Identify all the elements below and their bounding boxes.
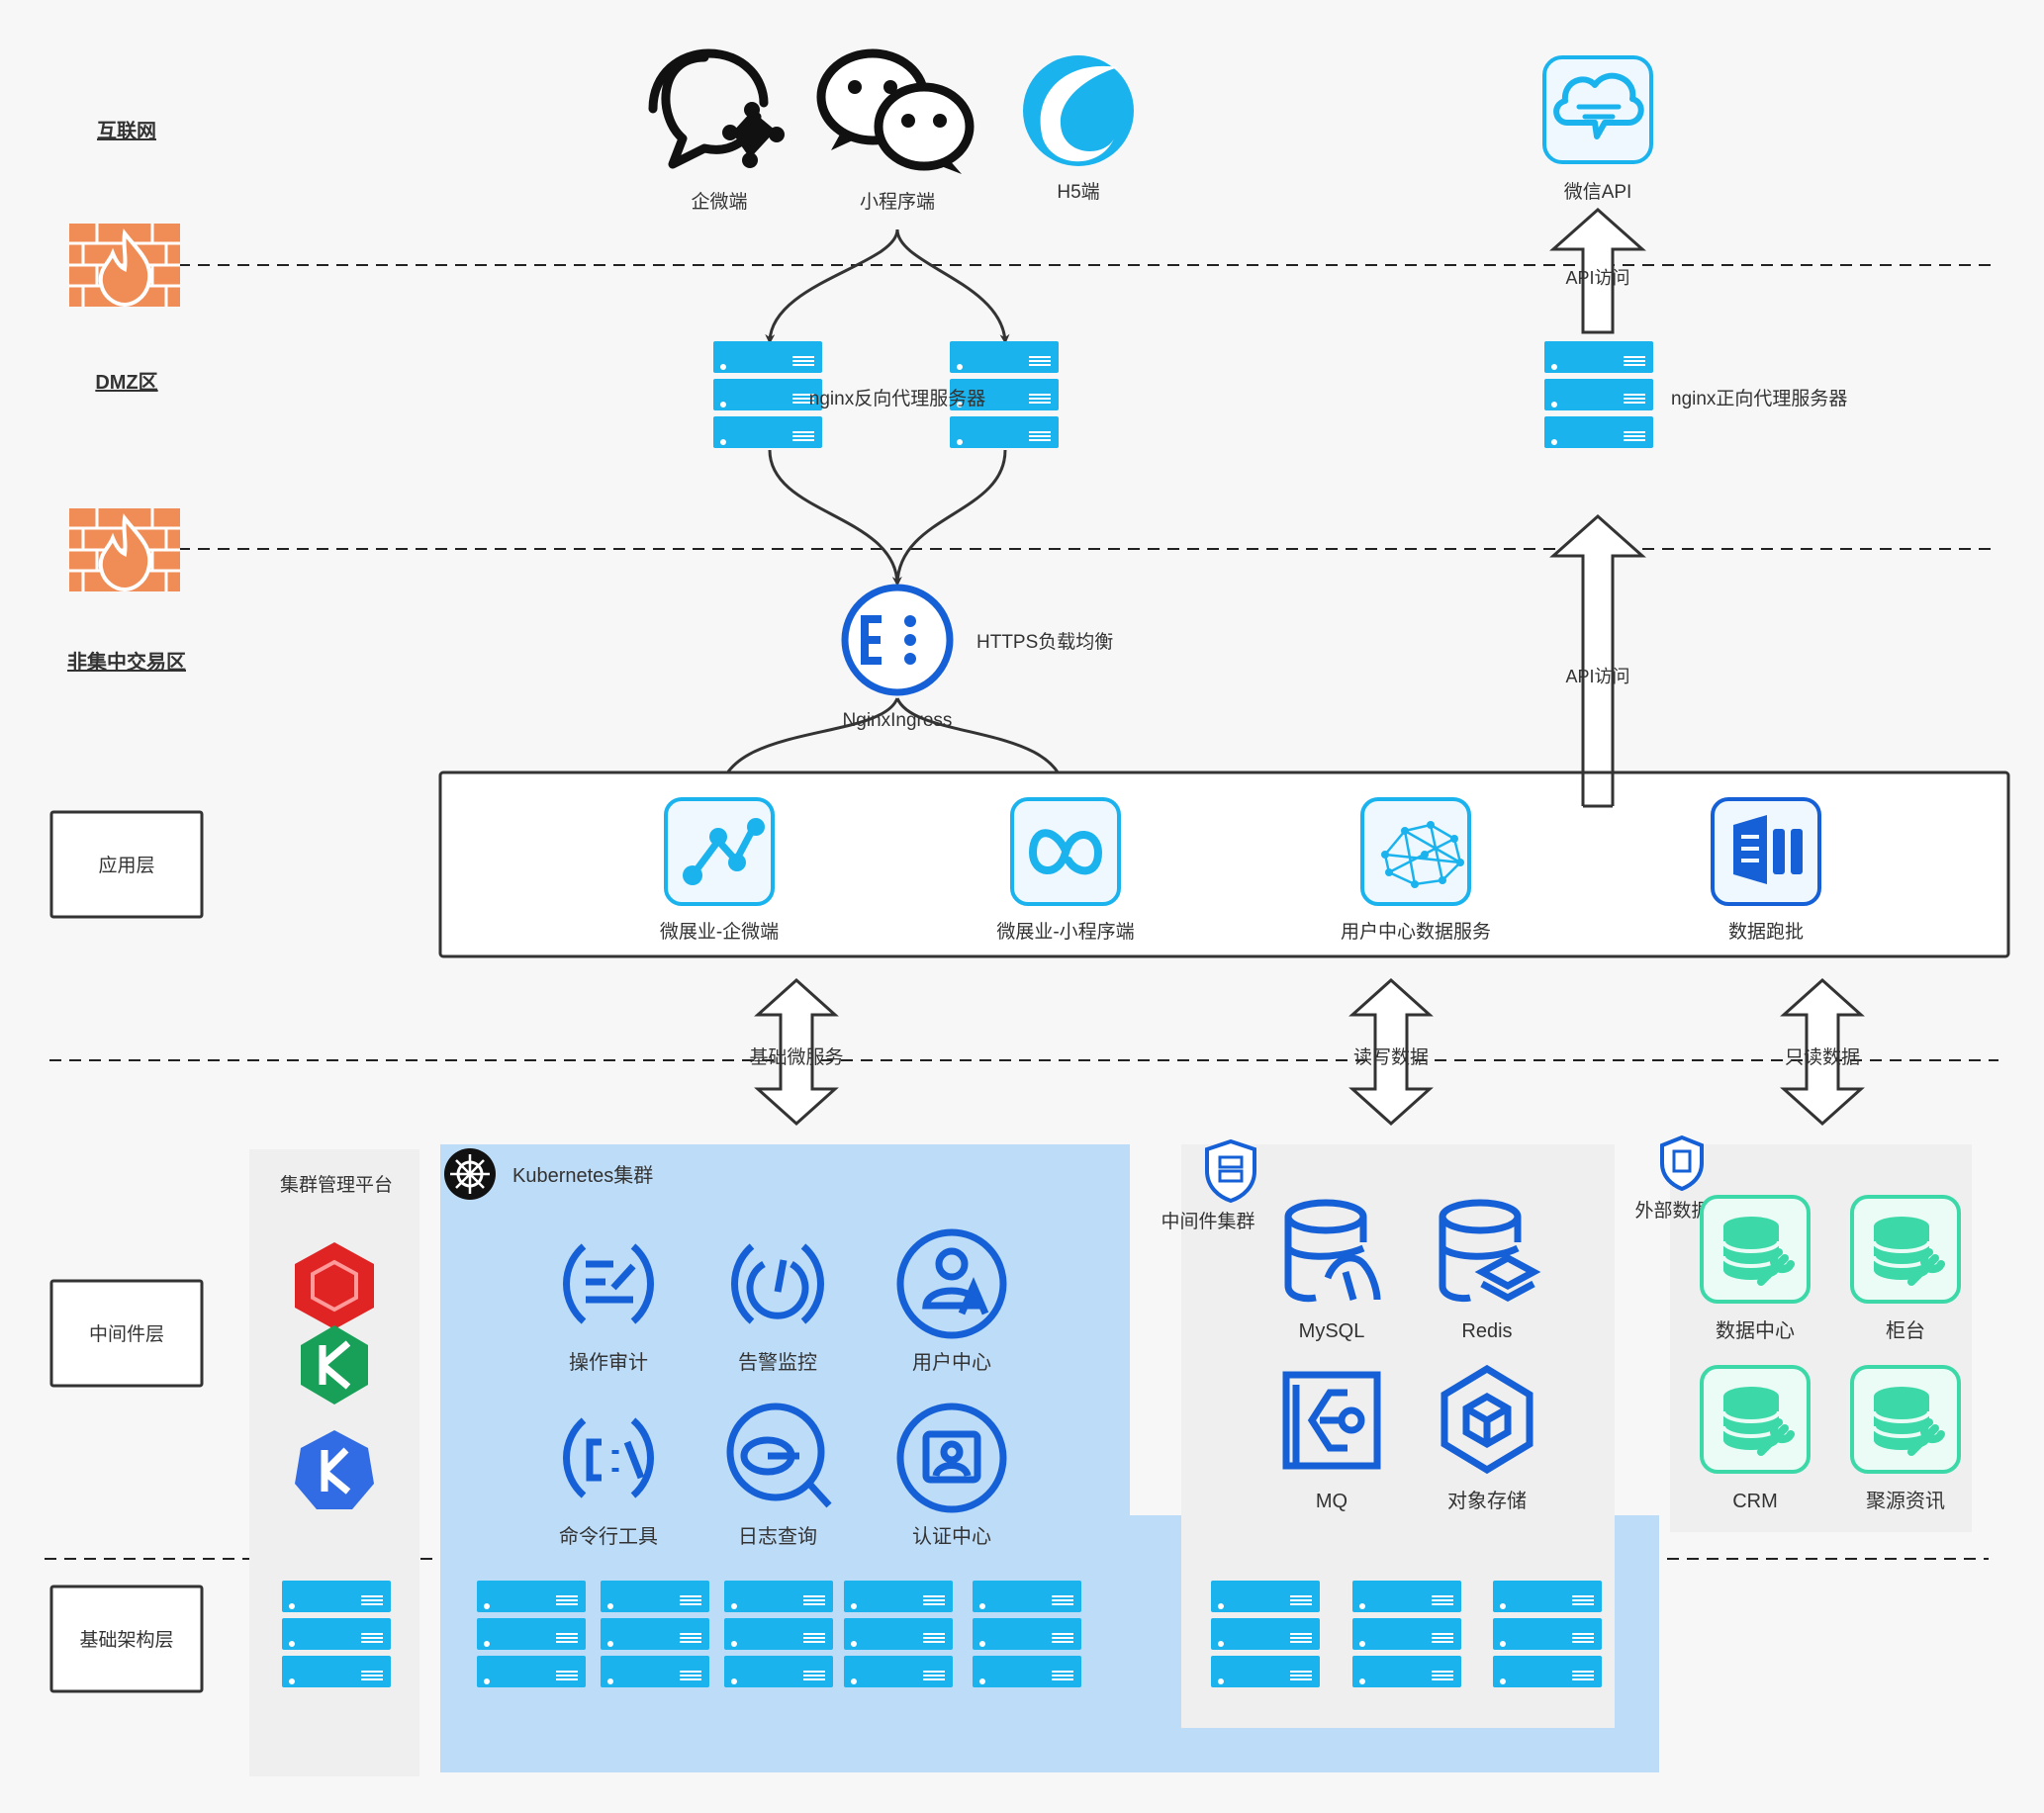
flow-miniapp-to-proxy-left [765,228,899,344]
layer-label-app: 应用层 [98,855,154,876]
user-center-icon [896,1228,1007,1339]
arrow-label-basic: 基础微服务 [749,1046,843,1068]
zone-label-dmz: DMZ区 [95,372,157,394]
server-stack-icon [1493,1581,1602,1687]
https-lb-label: HTTPS负载均衡 [976,631,1113,653]
database-tool-icon [1852,1367,1959,1472]
miniapp-app-icon [1010,797,1121,906]
flow-proxy-left-to-ingress [768,449,902,587]
client-label-miniapp: 小程序端 [860,191,935,213]
flow-proxy-right-to-ingress [895,449,1007,585]
mysql-icon [1284,1199,1381,1303]
server-stack-icon [477,1581,586,1687]
server-stack-icon [713,341,822,448]
mq-icon [1282,1371,1381,1470]
wechat-api-icon [1542,55,1653,164]
mw-oss-label: 对象存储 [1447,1490,1527,1512]
server-stack-icon [1352,1581,1461,1687]
layer-box-infra [49,1585,204,1693]
k8s-service-usercenter: 用户中心 [912,1351,991,1374]
extdb-juyuan-label: 聚源资讯 [1866,1490,1945,1512]
layer-label-middleware: 中间件层 [89,1323,164,1345]
middleware-servers [1211,1581,1602,1687]
middleware-shield-icon [1205,1138,1256,1204]
nginx-ingress-icon [841,584,954,696]
server-stack-icon [601,1581,709,1687]
server-stack-icon [724,1581,833,1687]
extdb-crm-label: CRM [1732,1491,1778,1512]
cluster-mgmt-title: 集群管理平台 [280,1174,393,1196]
layer-label-infra: 基础架构层 [79,1629,173,1651]
reverse-proxy-label: nginx反向代理服务器 [809,388,985,409]
kubernetes-icon [444,1148,496,1200]
k8s-service-auth: 认证中心 [912,1525,991,1548]
layer-box-app [49,810,204,919]
app-layer-container [438,771,2010,958]
zone-label-internet: 互联网 [97,120,156,142]
api-access-arrow-top [1549,207,1646,334]
firewall-icon [67,506,182,593]
app-label-usercenter: 用户中心数据服务 [1341,921,1491,943]
k8s-service-audit: 操作审计 [569,1351,648,1374]
layer-box-middleware [49,1279,204,1388]
app-label-databatch: 数据跑批 [1728,921,1804,943]
alert-icon [731,1243,824,1324]
zone-label-non-central: 非集中交易区 [67,650,186,674]
extdb-counter-label: 柜台 [1886,1319,1925,1342]
wecom-app-icon [664,797,775,906]
kuboard-icon [295,1430,374,1509]
k8s-node-servers [477,1581,1081,1687]
api-access-label-top: API访问 [1565,268,1629,288]
wechat-miniapp-icon [816,48,975,174]
k8s-service-log: 日志查询 [738,1525,817,1548]
client-label-h5: H5端 [1057,181,1099,203]
double-arrow-ro [1780,977,1865,1127]
object-storage-icon [1440,1364,1533,1475]
redis-db-icon [1439,1199,1541,1303]
kubesphere-icon [301,1325,368,1405]
audit-icon [563,1243,654,1324]
cli-tool-icon [563,1417,654,1498]
middleware-title: 中间件集群 [1161,1211,1254,1232]
mw-mysql-label: MySQL [1299,1320,1365,1342]
database-tool-icon [1702,1197,1809,1302]
database-tool-icon [1702,1367,1809,1472]
extdb-datacenter-label: 数据中心 [1716,1319,1795,1342]
database-tool-icon [1852,1197,1959,1302]
auth-center-icon [896,1403,1007,1513]
double-arrow-basic [754,977,839,1127]
redis-cube-icon [295,1242,374,1329]
k8s-service-cli: 命令行工具 [559,1525,658,1548]
app-label-miniapp: 微展业-小程序端 [996,921,1134,943]
firewall-icon [67,222,182,309]
flow-miniapp-to-proxy-right [895,228,1010,344]
h5-client-icon [1023,55,1134,166]
app-label-wecom: 微展业-企微端 [660,921,779,943]
data-batch-icon [1711,797,1821,906]
server-stack-icon [282,1581,391,1687]
network-mesh-icon [1360,797,1471,906]
external-db-shield-icon [1660,1134,1704,1192]
ingress-name-label: NginxIngress [843,710,953,731]
log-query-icon [726,1403,832,1508]
api-access-label-bottom: API访问 [1565,667,1629,686]
api-access-arrow-bottom [1549,513,1646,808]
k8s-title: Kubernetes集群 [512,1164,653,1187]
arrow-label-ro: 只读数据 [1785,1046,1860,1068]
client-label-wecom: 企微端 [691,191,747,213]
mw-mq-label: MQ [1316,1491,1347,1512]
mw-redis-label: Redis [1461,1320,1512,1342]
server-stack-icon [1544,341,1653,448]
wecom-client-icon [648,48,785,169]
client-label-wechat-api: 微信API [1564,181,1632,203]
k8s-service-alert: 告警监控 [738,1351,817,1374]
server-stack-icon [844,1581,953,1687]
arrow-label-rw: 读写数据 [1353,1046,1429,1068]
server-stack-icon [1211,1581,1320,1687]
server-stack-icon [973,1581,1081,1687]
forward-proxy-label: nginx正向代理服务器 [1671,388,1847,409]
double-arrow-rw [1348,977,1434,1127]
